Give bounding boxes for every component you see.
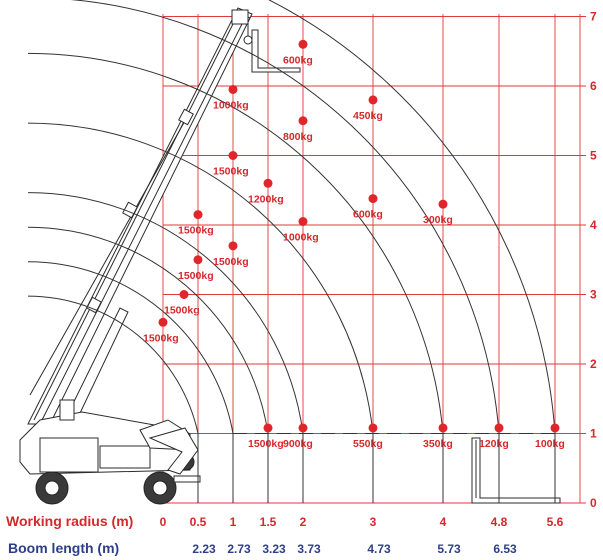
boom-length-tick-label: 3.73 [297,542,321,556]
y-tick-label: 5 [590,149,597,163]
radius-tick-label: 3 [370,515,377,529]
load-label: 1500kg [213,256,249,268]
load-point [438,199,448,209]
load-point [368,423,378,433]
load-label: 300kg [423,214,453,226]
load-label: 1500kg [213,166,249,178]
load-point [228,84,238,94]
y-tick-label: 4 [590,218,597,232]
load-point [263,178,273,188]
load-label: 600kg [283,54,313,66]
load-label: 1500kg [143,332,179,344]
load-point [438,423,448,433]
x-axis-labels: Working radius (m) Boom length (m) 0 0.5 1… [6,513,564,556]
load-label: 600kg [353,209,383,221]
radius-tick-label: 0 [160,515,167,529]
boom-length-label: Boom length (m) [8,540,119,556]
radius-tick-label: 4.8 [491,515,508,529]
boom-curve [27,52,444,434]
load-point [494,423,504,433]
load-label: 120kg [479,438,509,450]
load-point [298,217,308,227]
load-label: 1500kg [178,270,214,282]
radius-tick-label: 2 [300,515,307,529]
load-point [179,290,189,299]
boom-curve [69,0,500,434]
load-point [298,423,308,433]
radius-tick-label: 5.6 [547,515,564,529]
load-label: 1000kg [283,232,319,244]
load-label: 550kg [353,438,383,450]
working-radius-label: Working radius (m) [6,513,133,529]
load-label: 1000kg [213,99,249,111]
load-label: 1500kg [178,225,214,237]
y-tick-label: 7 [590,10,597,24]
load-label: 900kg [283,438,313,450]
load-point [228,151,238,160]
boom-curve [27,261,234,434]
boom-length-tick-label: 4.73 [367,542,391,556]
load-label: 100kg [535,438,565,450]
y-tick-label: 0 [590,496,597,510]
load-point [158,317,168,327]
radius-tick-label: 1 [230,515,237,529]
boom-length-tick-label: 2.23 [192,542,216,556]
load-point [298,39,308,49]
boom-curve [27,192,304,434]
load-point [298,116,308,126]
radius-tick-label: 4 [440,515,447,529]
radius-tick-label: 1.5 [260,515,277,529]
load-label: 1500kg [164,305,200,317]
load-label: 1500kg [248,438,284,450]
load-point [228,241,238,251]
boom-curve [267,0,556,434]
y-tick-label: 2 [590,357,597,371]
y-tick-label: 3 [590,288,597,302]
radius-tick-label: 0.5 [190,515,207,529]
mini-crane-icon [19,7,301,505]
load-point [368,95,378,105]
y-tick-label: 6 [590,79,597,93]
boom-curve [27,295,199,434]
boom-length-tick-label: 3.23 [262,542,286,556]
fork-attachment-icon [471,437,561,504]
load-points: 1500kg 1500kg 1500kg 1500kg 1500kg 1500kg 1200… [143,39,565,450]
load-label: 1200kg [248,193,284,205]
load-point [368,194,378,204]
load-label: 800kg [283,131,313,143]
boom-reach-curves [27,0,556,503]
boom-length-tick-label: 2.73 [227,542,251,556]
boom-length-tick-label: 5.73 [437,542,461,556]
y-tick-label: 1 [590,427,597,441]
boom-curve [27,226,269,434]
load-label: 450kg [353,110,383,122]
load-point [550,423,560,433]
height-axis-ticks: 0 1 2 3 4 5 6 7 [590,10,597,511]
load-point [263,423,273,433]
load-label: 350kg [423,438,453,450]
load-point [193,210,203,220]
load-point [193,255,203,265]
boom-length-tick-label: 6.53 [493,542,517,556]
boom-curve [27,122,374,434]
